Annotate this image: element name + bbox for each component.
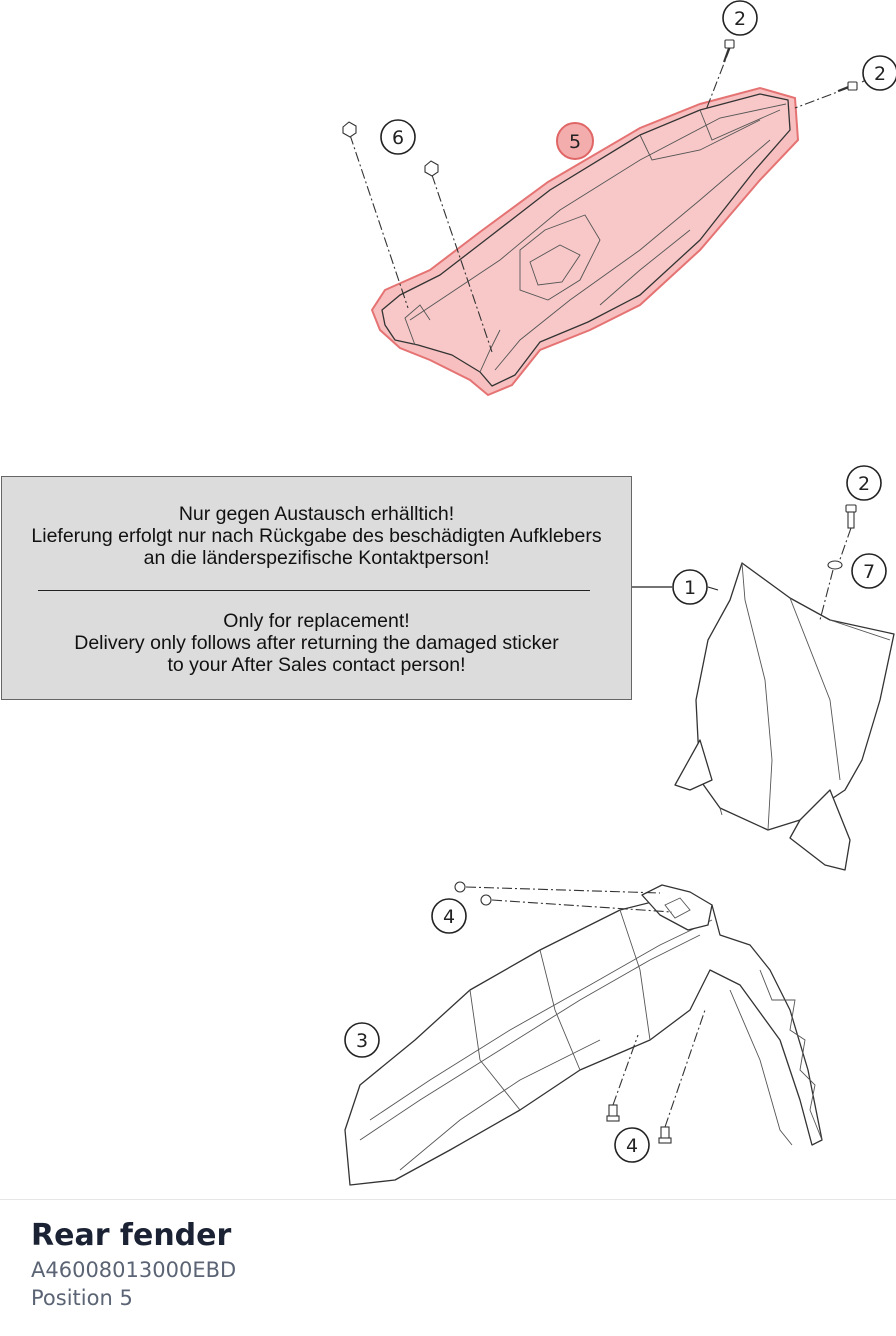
notice-german: Nur gegen Austausch erhälltich! Lieferun… [2,503,631,569]
svg-text:2: 2 [874,63,886,85]
front-fender-screws-bottom [606,1009,706,1144]
part-position: Position 5 [31,1286,133,1310]
callout-front-fender-screw-top[interactable]: 4 [431,898,467,934]
rear-screw-6-left [342,121,409,309]
callout-front-fender[interactable]: 3 [344,1022,380,1058]
callout-rear-fender[interactable]: 5 [556,122,594,160]
notice-de-line: Lieferung erfolgt nur nach Rückgabe des … [31,525,602,547]
callout-front-fender-screw-bottom[interactable]: 4 [614,1127,650,1163]
number-plate-washer [819,560,843,621]
svg-text:4: 4 [626,1135,638,1157]
rear-screw-2-side [794,79,867,109]
callout-rear-top-screw-a[interactable]: 2 [722,0,758,36]
replacement-notice-box: Nur gegen Austausch erhälltich! Lieferun… [1,476,632,700]
svg-text:1: 1 [684,577,696,599]
part-number: A46008013000EBD [31,1258,237,1282]
rear-screw-6-right [424,160,493,353]
rear-screw-2-top [705,39,735,111]
callout-number-plate-screw[interactable]: 2 [846,465,882,501]
svg-text:4: 4 [443,906,455,928]
callout-1-leader [707,586,719,591]
notice-de-line: Nur gegen Austausch erhälltich! [178,503,455,525]
svg-text:2: 2 [858,473,870,495]
svg-text:6: 6 [392,127,404,149]
exploded-parts-diagram: 2 2 5 6 2 7 1 4 3 4 [342,0,896,1186]
rear-fender-highlight [370,86,800,397]
svg-text:3: 3 [356,1030,368,1052]
number-plate-screw [837,504,857,566]
callout-number-plate-washer[interactable]: 7 [851,553,887,589]
callout-number-plate[interactable]: 1 [672,569,708,605]
notice-english: Only for replacement! Delivery only foll… [2,610,631,676]
callout-rear-screw-left[interactable]: 6 [380,119,416,155]
part-title: Rear fender [31,1218,232,1253]
svg-text:7: 7 [863,561,875,583]
callout-rear-top-screw-b[interactable]: 2 [862,55,896,91]
notice-en-line: Delivery only follows after returning th… [74,632,559,654]
notice-en-line: to your After Sales contact person! [167,654,466,676]
svg-text:2: 2 [734,8,746,30]
rear-fender-part[interactable] [370,86,800,397]
notice-de-line: an die länderspezifische Kontaktperson! [143,547,490,569]
notice-en-line: Only for replacement! [223,610,410,632]
front-fender-part[interactable] [344,884,823,1186]
number-plate-part[interactable] [674,562,895,871]
svg-text:5: 5 [569,131,581,153]
notice-divider [38,590,590,591]
front-fender-screws-top [454,881,673,913]
part-info-footer: Rear fender A46008013000EBD Position 5 [0,1199,896,1336]
